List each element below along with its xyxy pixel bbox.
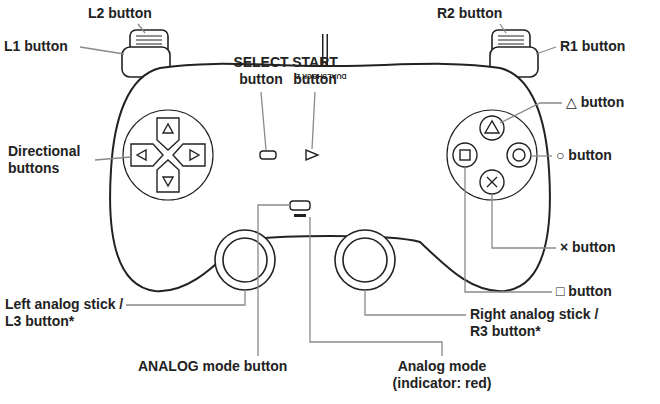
button-label: START button [288, 54, 342, 88]
shoulder-ribs [136, 36, 524, 44]
select-shape [260, 151, 276, 159]
directional-pad [131, 118, 205, 192]
shoulder-label: L2 button [88, 5, 152, 22]
button-label: ○ button [556, 147, 612, 164]
indicator-label: Analog mode (indicator: red) [388, 358, 496, 392]
button-label: ANALOG mode button [138, 358, 287, 375]
indicator-shape [294, 214, 306, 217]
button-label: Directional buttons [8, 143, 93, 177]
shoulder-label: R1 button [560, 38, 625, 55]
stick-label: Right analog stick / R3 button* [470, 306, 610, 340]
button-label: SELECT button [231, 54, 291, 88]
analog-mode-shape [290, 201, 310, 210]
analog-sticks [215, 230, 395, 290]
button-label: □ button [556, 283, 612, 300]
stick-label: Left analog stick / L3 button* [5, 296, 133, 330]
face-ring [447, 110, 537, 200]
controller-body [110, 64, 550, 291]
shoulder-label: L1 button [4, 38, 68, 55]
brand-mark: DUALSHOCK 2 [296, 72, 347, 81]
start-shape [306, 150, 318, 160]
dpad-ring [123, 110, 213, 200]
button-label: △ button [566, 94, 624, 111]
shoulder-label: R2 button [437, 5, 502, 22]
button-label: × button [560, 239, 616, 256]
